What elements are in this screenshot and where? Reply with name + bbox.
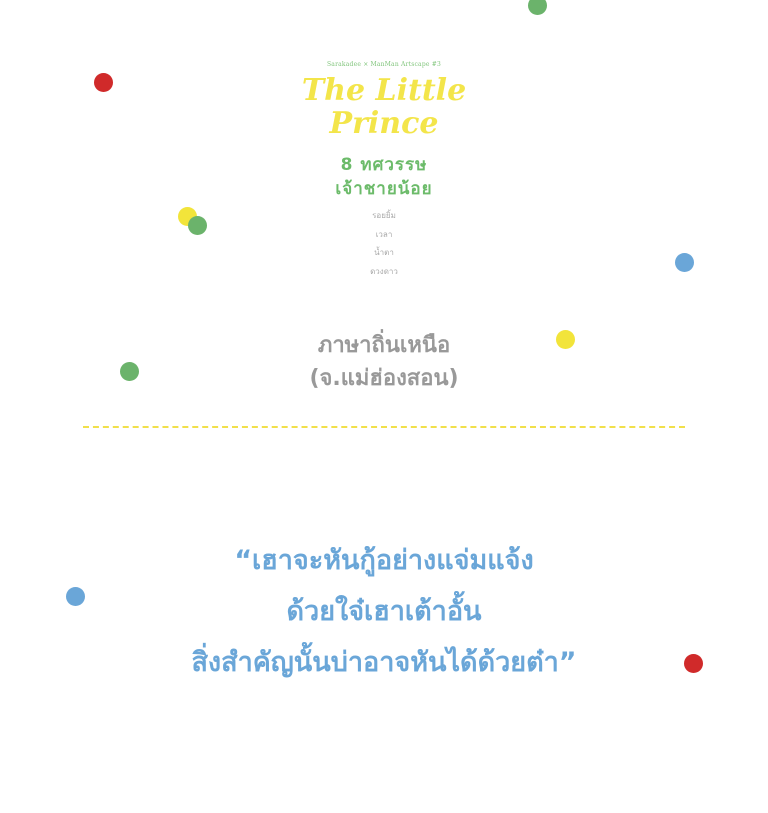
confetti-dot-yellow <box>556 330 575 349</box>
cover-title-english-line1: The Little <box>301 73 467 108</box>
confetti-dot-blue <box>66 587 85 606</box>
cover-credit: Sarakadee × ManMan Artscape #3 <box>327 61 441 68</box>
mood-item: รอยยิ้ม <box>372 211 396 220</box>
mood-item: น้ำตา <box>374 248 394 257</box>
cover-mood-list: รอยยิ้ม เวลา น้ำตา ดวงดาว <box>0 207 768 281</box>
dialect-heading: ภาษาถิ่นเหนือ (จ.แม่ฮ่องสอน) <box>0 329 768 395</box>
cover-title-thai-line1: 8 ทศวรรษ <box>340 155 428 175</box>
confetti-dot-green <box>188 216 207 235</box>
quote-line3: สิ่งสำคัญนั้นบ่าอาจหันได้ด้วยต๋า” <box>191 647 577 678</box>
mood-item: เวลา <box>375 229 393 239</box>
mood-item: ดวงดาว <box>370 266 398 276</box>
quote-block: “เฮาจะหันกู้อย่างแจ่มแจ้ง ด้วยใจ๋เฮาเต้า… <box>0 535 768 688</box>
confetti-dot-green <box>528 0 547 15</box>
dashed-divider <box>83 426 685 428</box>
cover-title-english: The Little Prince <box>0 74 768 140</box>
confetti-dot-blue <box>675 253 694 272</box>
dialect-heading-line1: ภาษาถิ่นเหนือ <box>317 333 451 358</box>
quote-line2: ด้วยใจ๋เฮาเต้าอั้น <box>286 596 482 627</box>
dialect-heading-line2: (จ.แม่ฮ่องสอน) <box>309 366 459 391</box>
quote-line1: “เฮาจะหันกู้อย่างแจ่มแจ้ง <box>234 545 534 576</box>
cover-title-english-line2: Prince <box>329 106 439 141</box>
confetti-dot-red <box>94 73 113 92</box>
confetti-dot-green <box>120 362 139 381</box>
cover-title-thai-line2: เจ้าชายน้อย <box>335 179 433 199</box>
confetti-dot-red <box>684 654 703 673</box>
cover-title-thai: 8 ทศวรรษ เจ้าชายน้อย <box>0 153 768 201</box>
